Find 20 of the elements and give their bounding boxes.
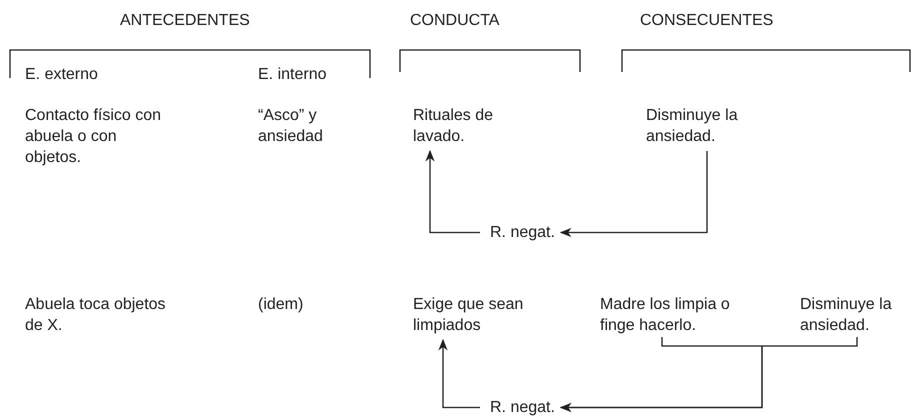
table-text: Disminuye la ansiedad.: [646, 105, 776, 147]
table-text: Contacto físico con abuela o con objetos.: [25, 106, 162, 168]
arrow: [438, 338, 480, 408]
subheading: E. externo: [25, 65, 99, 85]
table-text: Abuela toca objetos de X.: [25, 295, 167, 336]
table-text: Madre los limpia o finge hacerlo.: [600, 294, 760, 336]
reinforcement-label: R. negat.: [490, 397, 555, 418]
arrow: [425, 150, 480, 234]
arrow: [560, 151, 708, 238]
subheading: E. interno: [258, 65, 328, 85]
table-text: Rituales de lavado.: [413, 105, 543, 147]
table-text: Disminuye la ansiedad.: [800, 294, 910, 336]
column-heading: ANTECEDENTES: [120, 11, 250, 31]
column-heading: CONDUCTA: [410, 11, 500, 31]
reinforcement-label: R. negat.: [490, 222, 555, 243]
arrow: [560, 337, 858, 412]
table-text: “Asco” y ansiedad: [258, 106, 324, 147]
column-heading: CONSECUENTES: [640, 11, 774, 31]
table-text: (idem): [258, 295, 304, 315]
table-text: Exige que sean limpiados: [413, 294, 553, 336]
